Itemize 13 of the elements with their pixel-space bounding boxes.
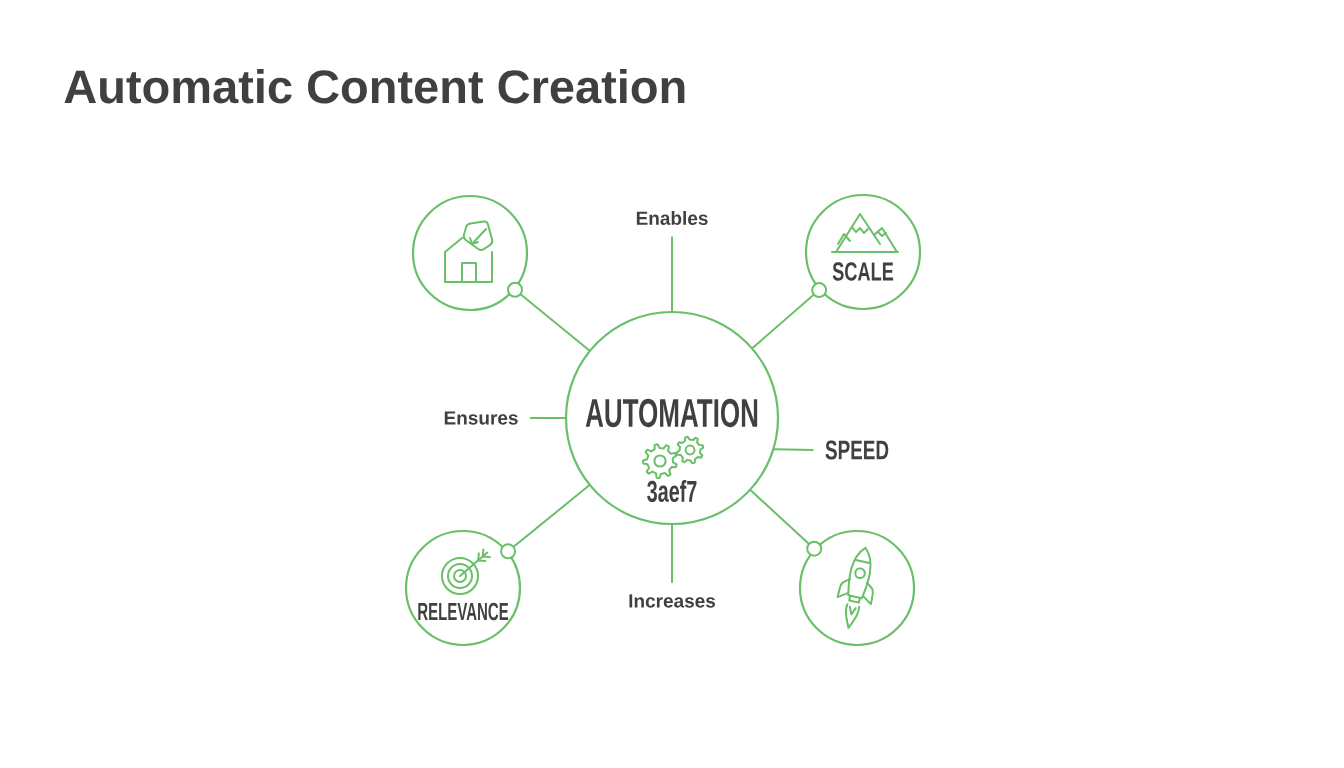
connector-line [751,282,828,349]
connector-line [529,417,566,419]
text-label: Enables [636,211,708,225]
text-label: Ensures [444,411,518,425]
connector-line [773,448,814,451]
connector-line [671,236,673,312]
title: Automatic Content Creation [64,68,685,104]
text-label: Increases [629,594,716,608]
text-label: SPEED [825,440,889,460]
connector-line [671,524,673,584]
connector-line [749,489,823,557]
connector-line [507,281,591,352]
connector-line [500,484,590,560]
